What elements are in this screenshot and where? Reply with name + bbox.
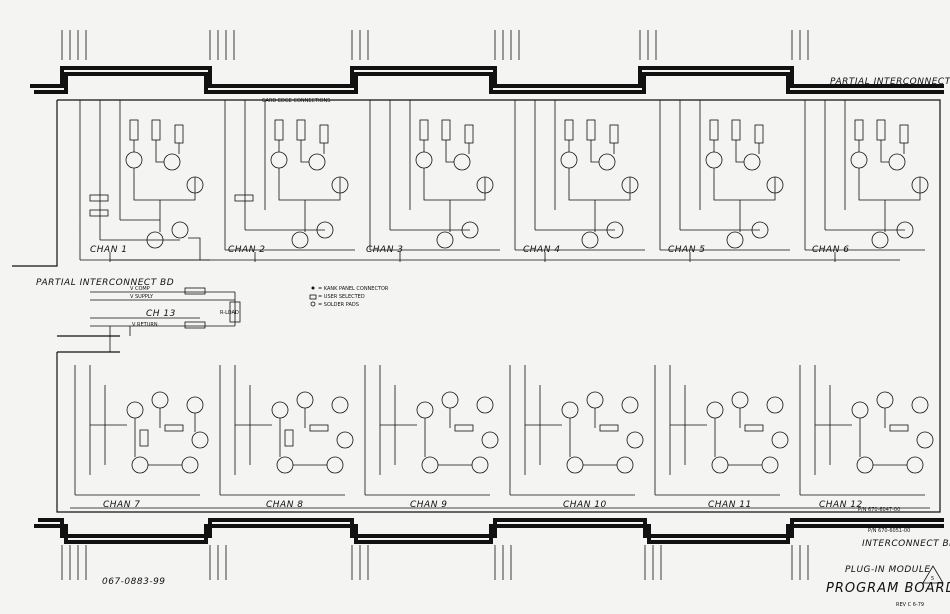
rload-label: R-LOAD: [220, 310, 239, 316]
connector-pins-top: [61, 30, 809, 60]
partial-interconnect-left-label: PARTIAL INTERCONNECT BD: [36, 278, 174, 288]
chan-12-label: CHAN 12: [819, 500, 863, 510]
chan-8-label: CHAN 8: [266, 500, 304, 510]
connector-pins-bottom: [61, 545, 809, 580]
program-board-title: PROGRAM BOARD: [826, 581, 950, 596]
lower-channel-circuits: [70, 365, 934, 509]
chan-10-label: CHAN 10: [563, 500, 607, 510]
interconnect-bd-label: INTERCONNECT BD: [862, 539, 950, 549]
board-outline: [12, 99, 941, 513]
legend-item-1: = KANK PANEL CONNECTOR: [318, 286, 389, 292]
partial-interconnect-top-label: PARTIAL INTERCONNECT BD: [830, 77, 950, 87]
sheet-number: 5: [931, 576, 934, 582]
legend-circle-marker: [310, 301, 316, 307]
upper-channel-circuits: [79, 100, 929, 262]
revision-label: REV C 6-79: [896, 602, 924, 608]
chan-9-label: CHAN 9: [410, 500, 448, 510]
chan-2-label: CHAN 2: [228, 245, 266, 255]
vreturn-label: V RETURN: [132, 322, 158, 328]
sheet-number-triangle: [922, 565, 944, 584]
chan-5-label: CHAN 5: [668, 245, 706, 255]
chan-11-label: CHAN 11: [708, 500, 752, 510]
chan-7-label: CHAN 7: [103, 500, 141, 510]
vcomp-label: V COMP: [130, 286, 150, 292]
chan-1-label: CHAN 1: [90, 245, 128, 255]
legend-box-marker: [309, 294, 317, 300]
legend-item-3: = SOLDER PADS: [318, 302, 359, 308]
vsupply-label: V SUPPLY: [130, 294, 154, 300]
legend-dot-marker: [311, 286, 315, 290]
ch13-circuit: [90, 287, 241, 352]
legend-item-2: = USER SELECTED: [318, 294, 365, 300]
ch13-label: CH 13: [146, 309, 176, 319]
chan-4-label: CHAN 4: [523, 245, 561, 255]
drawing-number: 067-0883-99: [102, 577, 166, 587]
plugin-module-label: PLUG-IN MODULE: [845, 565, 931, 575]
pn-label-1: P/N 670-6047-00: [858, 507, 900, 513]
pn-label-2: P/N 670-6051-00: [868, 528, 910, 534]
chan-3-label: CHAN 3: [366, 245, 404, 255]
chan-6-label: CHAN 6: [812, 245, 850, 255]
interconnect-bus-bottom: [34, 518, 944, 544]
interconnect-bus-top: [30, 66, 944, 94]
card-edge-connections-label: CARD EDGE CONNECTIONS: [262, 98, 330, 104]
